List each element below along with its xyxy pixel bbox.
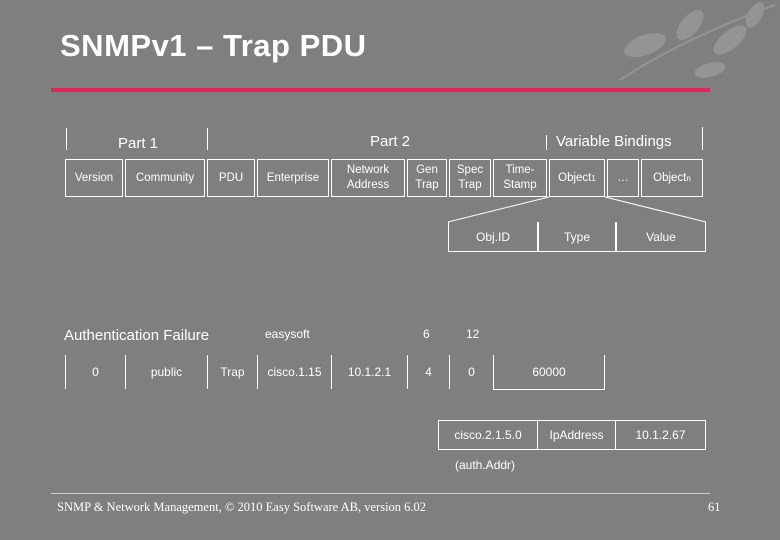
example-gen-trap: 4	[407, 355, 449, 389]
varbinds-label: Variable Bindings	[556, 133, 672, 150]
part2-left-bar	[207, 128, 208, 150]
example-label: Authentication Failure	[64, 327, 210, 344]
object-n-text: Object	[653, 171, 687, 184]
field-ellipsis: …	[607, 159, 639, 197]
example-community: public	[125, 355, 207, 389]
example-varbind-value: 10.1.2.67	[616, 420, 706, 450]
varbind-obj-id: Obj.ID	[448, 222, 538, 252]
slide-title: SNMPv1 – Trap PDU	[60, 28, 367, 63]
spec-trap-name: 12	[466, 327, 480, 341]
example-varbind-type: IpAddress	[538, 420, 616, 450]
varbind-note: (auth.Addr)	[455, 458, 516, 472]
title-underline	[51, 88, 710, 92]
field-community: Community	[125, 159, 205, 197]
field-spec-trap: Spec Trap	[449, 159, 491, 197]
field-network-address: Network Address	[331, 159, 405, 197]
object-n-subscript: n	[686, 173, 691, 183]
example-network-address: 10.1.2.1	[331, 355, 407, 389]
varbind-value: Value	[616, 222, 706, 252]
example-enterprise: cisco.1.15	[257, 355, 331, 389]
varbinds-right-bar	[702, 127, 703, 150]
page-number: 61	[708, 500, 721, 514]
part2-label: Part 2	[370, 133, 411, 150]
varbind-type: Type	[538, 222, 616, 252]
example-timestamp: 60000	[493, 355, 605, 389]
example-spec-trap: 0	[449, 355, 493, 389]
footer-text: SNMP & Network Management, © 2010 Easy S…	[57, 500, 427, 514]
part1-label: Part 1	[118, 135, 159, 152]
part1-left-bar	[66, 128, 67, 150]
field-timestamp: Time- Stamp	[493, 159, 547, 197]
object-1-subscript: 1	[591, 173, 596, 183]
gen-trap-name: 6	[423, 327, 430, 341]
field-enterprise: Enterprise	[257, 159, 329, 197]
footer-rule	[51, 493, 710, 494]
field-pdu: PDU	[207, 159, 255, 197]
example-version: 0	[65, 355, 125, 389]
field-gen-trap: Gen Trap	[407, 159, 447, 197]
example-varbind-oid: cisco.2.1.5.0	[438, 420, 538, 450]
leaf-decoration	[619, 2, 776, 81]
object-1-text: Object	[558, 171, 592, 184]
varbinds-left-bar	[546, 135, 547, 150]
field-version: Version	[65, 159, 123, 197]
example-row-bottom	[493, 389, 605, 390]
enterprise-name: easysoft	[265, 327, 310, 341]
example-pdu: Trap	[207, 355, 257, 389]
